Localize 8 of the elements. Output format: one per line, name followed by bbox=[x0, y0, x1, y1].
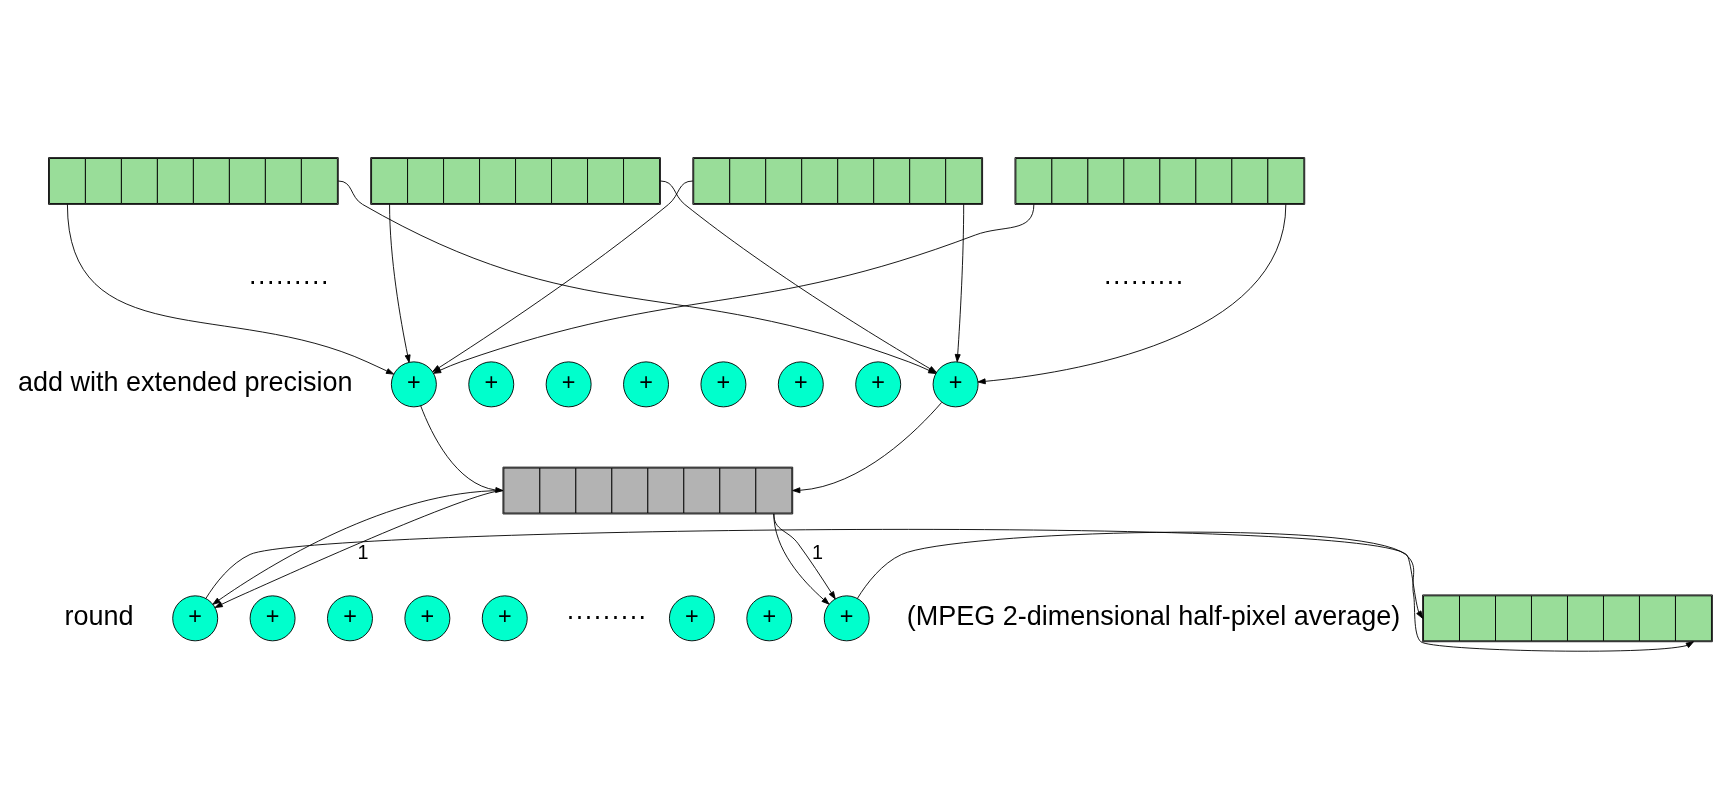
label: round bbox=[64, 601, 134, 632]
label: (MPEG 2-dimensional half-pixel average) bbox=[906, 601, 1401, 632]
edge-label: 1 bbox=[811, 541, 823, 564]
label: ········· bbox=[248, 265, 330, 296]
label: ········· bbox=[566, 601, 647, 632]
label: add with extended precision bbox=[18, 367, 353, 398]
label: ········· bbox=[1103, 265, 1185, 296]
edge-label: 1 bbox=[357, 541, 369, 564]
